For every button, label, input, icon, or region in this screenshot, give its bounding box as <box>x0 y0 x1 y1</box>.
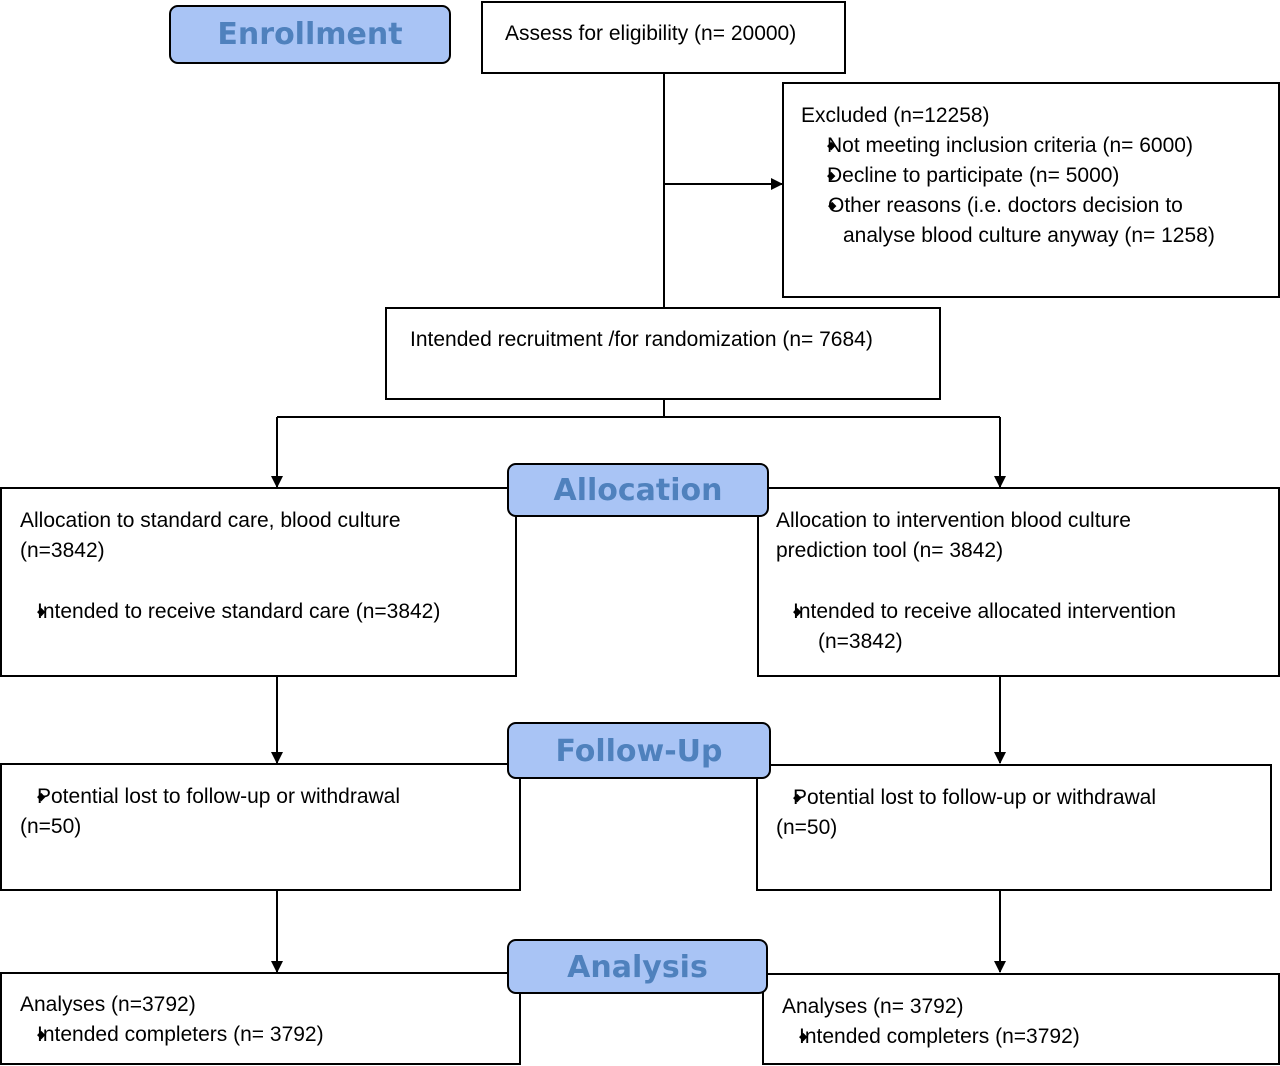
follow-left-line2: (n=50) <box>20 815 82 838</box>
alloc-left-line2: (n=3842) <box>20 539 105 562</box>
stage-enrollment-label: Enrollment <box>217 17 403 52</box>
alloc-right-line2: prediction tool (n= 3842) <box>776 539 1004 562</box>
excluded-box: Excluded (n=12258) Not meeting inclusion… <box>782 82 1280 298</box>
excluded-title: Excluded (n=12258) <box>801 104 990 127</box>
alloc-right-bullet-continuation: (n=3842) <box>818 630 903 653</box>
follow-left-box: Potential lost to follow-up or withdrawa… <box>0 763 521 891</box>
assess-box: Assess for eligibility (n= 20000) <box>481 1 846 74</box>
follow-right-box: Potential lost to follow-up or withdrawa… <box>756 764 1272 891</box>
follow-right-bullet: Potential lost to follow-up or withdrawa… <box>776 783 1270 813</box>
analysis-left-box: Analyses (n=3792) Intended completers (n… <box>0 972 521 1065</box>
stage-analysis: Analysis <box>507 939 768 994</box>
follow-right-line2: (n=50) <box>776 816 838 839</box>
analysis-left-bullet: Intended completers (n= 3792) <box>20 1020 519 1050</box>
stage-followup: Follow-Up <box>507 722 771 779</box>
alloc-left-bullet: Intended to receive standard care (n=384… <box>20 597 515 627</box>
stage-analysis-label: Analysis <box>567 950 708 985</box>
stage-allocation: Allocation <box>507 463 769 517</box>
alloc-left-line1: Allocation to standard care, blood cultu… <box>20 509 401 532</box>
alloc-left-box: Allocation to standard care, blood cultu… <box>0 487 517 677</box>
follow-left-bullet: Potential lost to follow-up or withdrawa… <box>20 782 519 812</box>
alloc-right-line1: Allocation to intervention blood culture <box>776 509 1131 532</box>
alloc-right-bullet: Intended to receive allocated interventi… <box>776 597 1278 627</box>
stage-enrollment: Enrollment <box>169 5 451 64</box>
analysis-right-box: Analyses (n= 3792) Intended completers (… <box>762 973 1280 1065</box>
alloc-right-box: Allocation to intervention blood culture… <box>757 487 1280 677</box>
excluded-item: Not meeting inclusion criteria (n= 6000) <box>801 131 1278 161</box>
excluded-item: Decline to participate (n= 5000) <box>801 161 1278 191</box>
recruitment-text: Intended recruitment /for randomization … <box>410 328 873 351</box>
recruitment-box: Intended recruitment /for randomization … <box>385 307 941 400</box>
stage-allocation-label: Allocation <box>553 473 723 508</box>
assess-text: Assess for eligibility (n= 20000) <box>505 22 797 45</box>
stage-followup-label: Follow-Up <box>555 734 723 769</box>
analysis-left-line1: Analyses (n=3792) <box>20 993 196 1016</box>
excluded-item: Other reasons (i.e. doctors decision to <box>801 191 1278 221</box>
excluded-item-continuation: analyse blood culture anyway (n= 1258) <box>843 224 1215 247</box>
analysis-right-line1: Analyses (n= 3792) <box>782 995 964 1018</box>
analysis-right-bullet: Intended completers (n=3792) <box>782 1022 1278 1052</box>
